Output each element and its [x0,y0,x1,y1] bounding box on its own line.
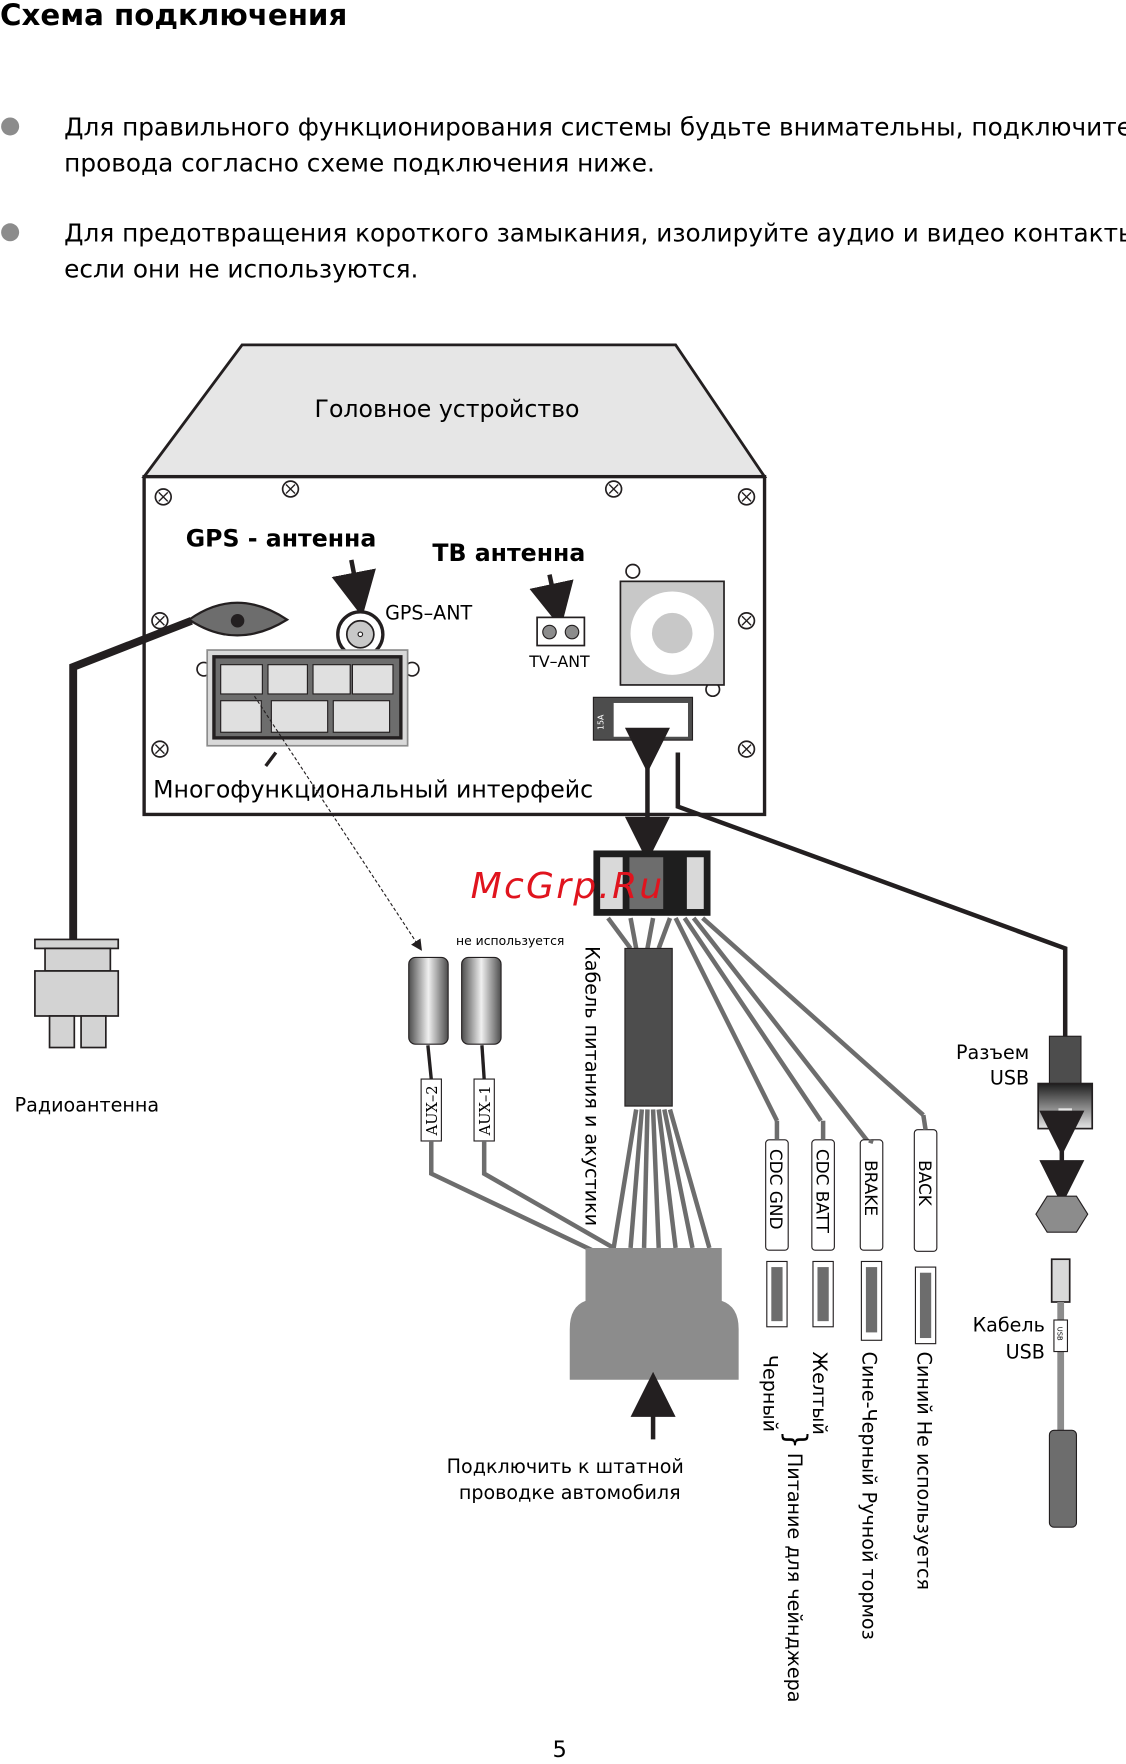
connect-label-line-2: проводке автомобиля [459,1481,681,1504]
gps-connector[interactable] [336,610,385,659]
harness-connector[interactable] [593,850,711,916]
harness-wires-top [606,916,925,1145]
gps-antenna-label: GPS - антенна [186,524,377,552]
harness-sleeve [624,947,673,1107]
wire-tag-label: BRAKE [861,1160,881,1216]
vehicle-connector[interactable] [569,1247,739,1380]
multi-interface-label: Многофункциональный интерфейс [153,776,593,804]
tv-ant-connector[interactable] [536,616,586,647]
aux-2-label: AUX–2 [424,1085,441,1136]
tv-arrow-icon [529,574,574,629]
wire-tag-label: CDC GND [766,1149,786,1230]
wire-color-yellow: Желтый [808,1352,831,1435]
bullet-2-line-1: Для предотвращения короткого замыкания, … [64,218,1126,247]
wire-tag-cdc-gnd: CDC GND [765,1139,789,1328]
aux-dotted-line [254,695,422,951]
aux-2-connector[interactable] [408,956,449,1045]
bullet-icon [1,117,20,136]
page-number: 5 [552,1737,566,1763]
wire-tag-leads [774,1114,928,1144]
tv-ant-port-label: TV–ANT [528,652,590,671]
aux-wires [426,1045,486,1080]
watermark: McGrp.Ru [471,866,665,907]
usb-cable-line [675,752,1068,1037]
bullet-icon [1,223,20,242]
usb-cable[interactable]: USB [1035,1195,1089,1528]
aux-1-wire [481,1140,615,1250]
interface-arrow-icon [264,751,278,768]
wire-color-blue-black: Сине-Черный Ручной тормоз [858,1352,881,1640]
wire-tag-label: BACK [915,1160,935,1207]
wire-tag-back: BACK [913,1129,938,1345]
changer-power-label: Питание для чейнджера [783,1453,806,1703]
not-used-label: не используется [456,934,564,948]
page-title: Схема подключения [0,0,347,32]
gps-arrow-icon [331,559,376,617]
wire-tag-brake: BRAKE [859,1139,884,1341]
radio-antenna-plug [34,938,120,1049]
cooling-fan [619,580,725,686]
multi-interface-block[interactable] [206,649,409,747]
connect-label-line-1: Подключить к штатной [447,1455,684,1478]
radio-antenna-label: Радиоантенна [15,1094,159,1117]
usb-connector[interactable] [1037,1035,1094,1130]
screw-cross-icons [154,484,752,755]
radio-antenna-cable [69,617,193,941]
tv-antenna-label: ТВ антенна [432,539,585,567]
power-socket[interactable]: 15A [592,696,694,741]
harness-wires-bottom [611,1108,712,1249]
head-unit-label: Головное устройство [315,395,580,423]
usb-cable-label-line-2: USB [1006,1340,1045,1363]
aux-2-wire [429,1140,598,1255]
usb-cable-label-line-1: Кабель [973,1313,1045,1336]
usb-connector-label-line-2: USB [990,1067,1029,1090]
usb-tag-label: USB [1055,1327,1063,1341]
power-cable-label: Кабель питания и акустики [581,946,604,1226]
bullet-1-line-1: Для правильного функционирования системы… [64,112,1126,141]
wire-tag-cdc-batt: CDC BATT [811,1139,835,1328]
fuse-label: 15A [597,714,606,730]
antenna-plug-dot [230,614,245,628]
aux-1-connector[interactable] [461,956,502,1045]
gps-ant-port-label: GPS–ANT [385,602,472,625]
bullet-2-line-2: если они не используются. [64,254,418,283]
wire-color-black: Черный [758,1355,781,1432]
aux-1-label: AUX–1 [477,1085,494,1136]
wire-tag-label: CDC BATT [812,1149,832,1234]
brace-icon: } [779,1430,813,1449]
bullet-1-line-2: провода согласно схеме подключения ниже. [64,148,655,177]
wire-color-blue: Синий Не используется [913,1352,936,1591]
usb-connector-label-line-1: Разъем [956,1041,1029,1064]
